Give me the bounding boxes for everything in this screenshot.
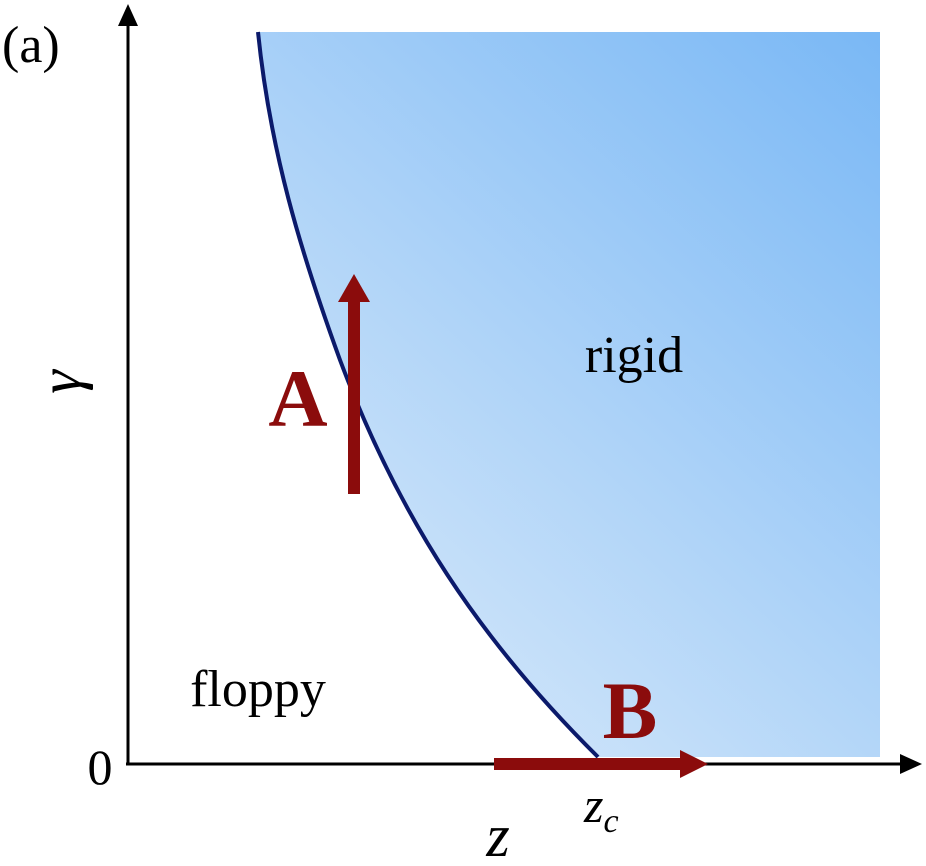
x-axis-label: z bbox=[485, 803, 509, 866]
arrow-a-label: A bbox=[268, 353, 327, 444]
floppy-region-label: floppy bbox=[190, 661, 326, 718]
rigid-region-label: rigid bbox=[585, 327, 683, 384]
arrow-b-head bbox=[680, 750, 708, 778]
arrow-b-shaft bbox=[494, 758, 684, 770]
rigid-region-shading bbox=[258, 32, 880, 757]
arrow-b-label: B bbox=[603, 665, 658, 756]
arrow-a bbox=[338, 274, 370, 494]
panel-label: (a) bbox=[2, 17, 60, 74]
phase-boundary-curve bbox=[256, 31, 600, 759]
critical-point-subscript: c bbox=[603, 803, 618, 840]
critical-point-label: zc bbox=[583, 777, 619, 840]
origin-tick-label: 0 bbox=[88, 739, 113, 795]
arrow-a-shaft bbox=[348, 298, 360, 494]
y-axis-arrowhead bbox=[118, 4, 138, 26]
y-axis-label: γ bbox=[27, 369, 93, 394]
arrow-b bbox=[494, 750, 708, 778]
x-axis-arrowhead bbox=[900, 754, 922, 774]
arrow-a-head bbox=[338, 274, 370, 302]
critical-point-main: z bbox=[583, 777, 603, 833]
